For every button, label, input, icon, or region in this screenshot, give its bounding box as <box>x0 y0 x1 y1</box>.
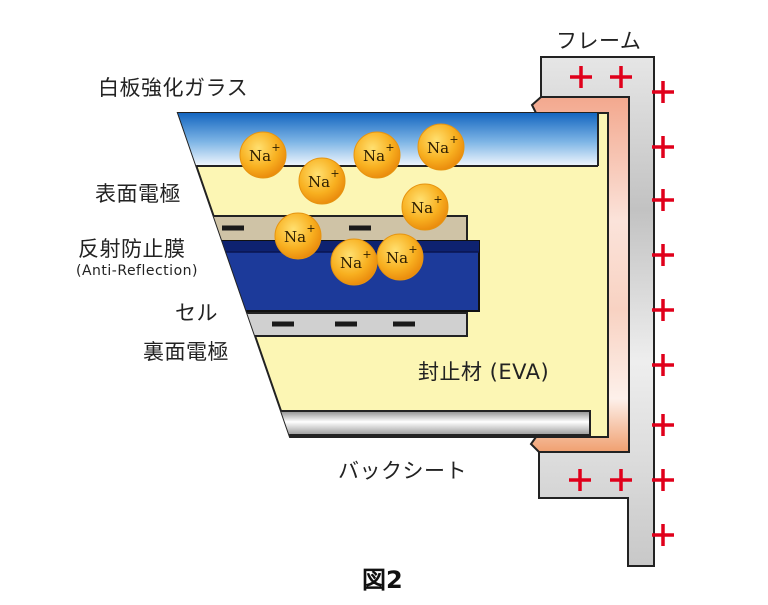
svg-text:+: + <box>330 167 339 180</box>
sodium-ion-icon: Na+ <box>330 238 378 286</box>
positive-charge-icon <box>652 469 674 491</box>
positive-charge-icon <box>652 524 674 546</box>
label-front-electrode: 表面電極 <box>95 182 181 206</box>
positive-charge-icon <box>652 81 674 103</box>
label-glass: 白板強化ガラス <box>98 76 249 100</box>
positive-charges <box>569 66 674 546</box>
sodium-ion-icon: Na+ <box>353 131 401 179</box>
frame <box>529 56 655 567</box>
sodium-ion-icon: Na+ <box>274 212 322 260</box>
svg-text:+: + <box>271 141 280 154</box>
negative-charge-icon <box>335 321 357 327</box>
svg-text:Na: Na <box>427 139 449 157</box>
svg-text:Na: Na <box>249 147 271 165</box>
svg-text:+: + <box>408 243 417 256</box>
label-backsheet: バックシート <box>338 459 467 483</box>
positive-charge-icon <box>652 354 674 376</box>
svg-text:Na: Na <box>411 199 433 217</box>
svg-text:+: + <box>449 133 458 146</box>
sodium-ion-icon: Na+ <box>239 131 287 179</box>
label-encapsulant: 封止材 (EVA) <box>418 360 550 384</box>
negative-charge-icon <box>272 321 294 327</box>
negative-charge-icon <box>349 225 371 231</box>
sodium-ion-icon: Na+ <box>298 157 346 205</box>
positive-charge-icon <box>570 66 592 88</box>
positive-charge-icon <box>652 414 674 436</box>
sodium-ion-icon: Na+ <box>417 123 465 171</box>
negative-charge-icon <box>393 321 415 327</box>
positive-charge-icon <box>652 189 674 211</box>
label-back-electrode: 裏面電極 <box>143 340 229 364</box>
figure-caption: 図2 <box>362 566 403 594</box>
svg-text:Na: Na <box>363 147 385 165</box>
svg-text:+: + <box>433 193 442 206</box>
label-anti-reflection-en: (Anti-Reflection) <box>76 263 198 279</box>
positive-charge-icon <box>652 244 674 266</box>
positive-charge-icon <box>610 66 632 88</box>
sodium-ions: Na+Na+Na+Na+Na+Na+Na+Na+ <box>239 123 465 286</box>
svg-text:Na: Na <box>386 249 408 267</box>
positive-charge-icon <box>610 469 632 491</box>
svg-text:+: + <box>306 222 315 235</box>
label-anti-reflection: 反射防止膜 <box>78 237 186 261</box>
label-cell: セル <box>175 301 218 325</box>
positive-charge-icon <box>652 299 674 321</box>
svg-text:+: + <box>362 248 371 261</box>
svg-text:+: + <box>385 141 394 154</box>
sodium-ion-icon: Na+ <box>401 183 449 231</box>
sodium-ion-icon: Na+ <box>376 233 424 281</box>
label-frame: フレーム <box>556 29 642 53</box>
svg-text:Na: Na <box>308 173 330 191</box>
svg-text:Na: Na <box>284 228 306 246</box>
negative-charge-icon <box>222 225 244 231</box>
positive-charge-icon <box>569 469 591 491</box>
positive-charge-icon <box>652 136 674 158</box>
backsheet-layer <box>178 410 591 436</box>
svg-text:Na: Na <box>340 254 362 272</box>
